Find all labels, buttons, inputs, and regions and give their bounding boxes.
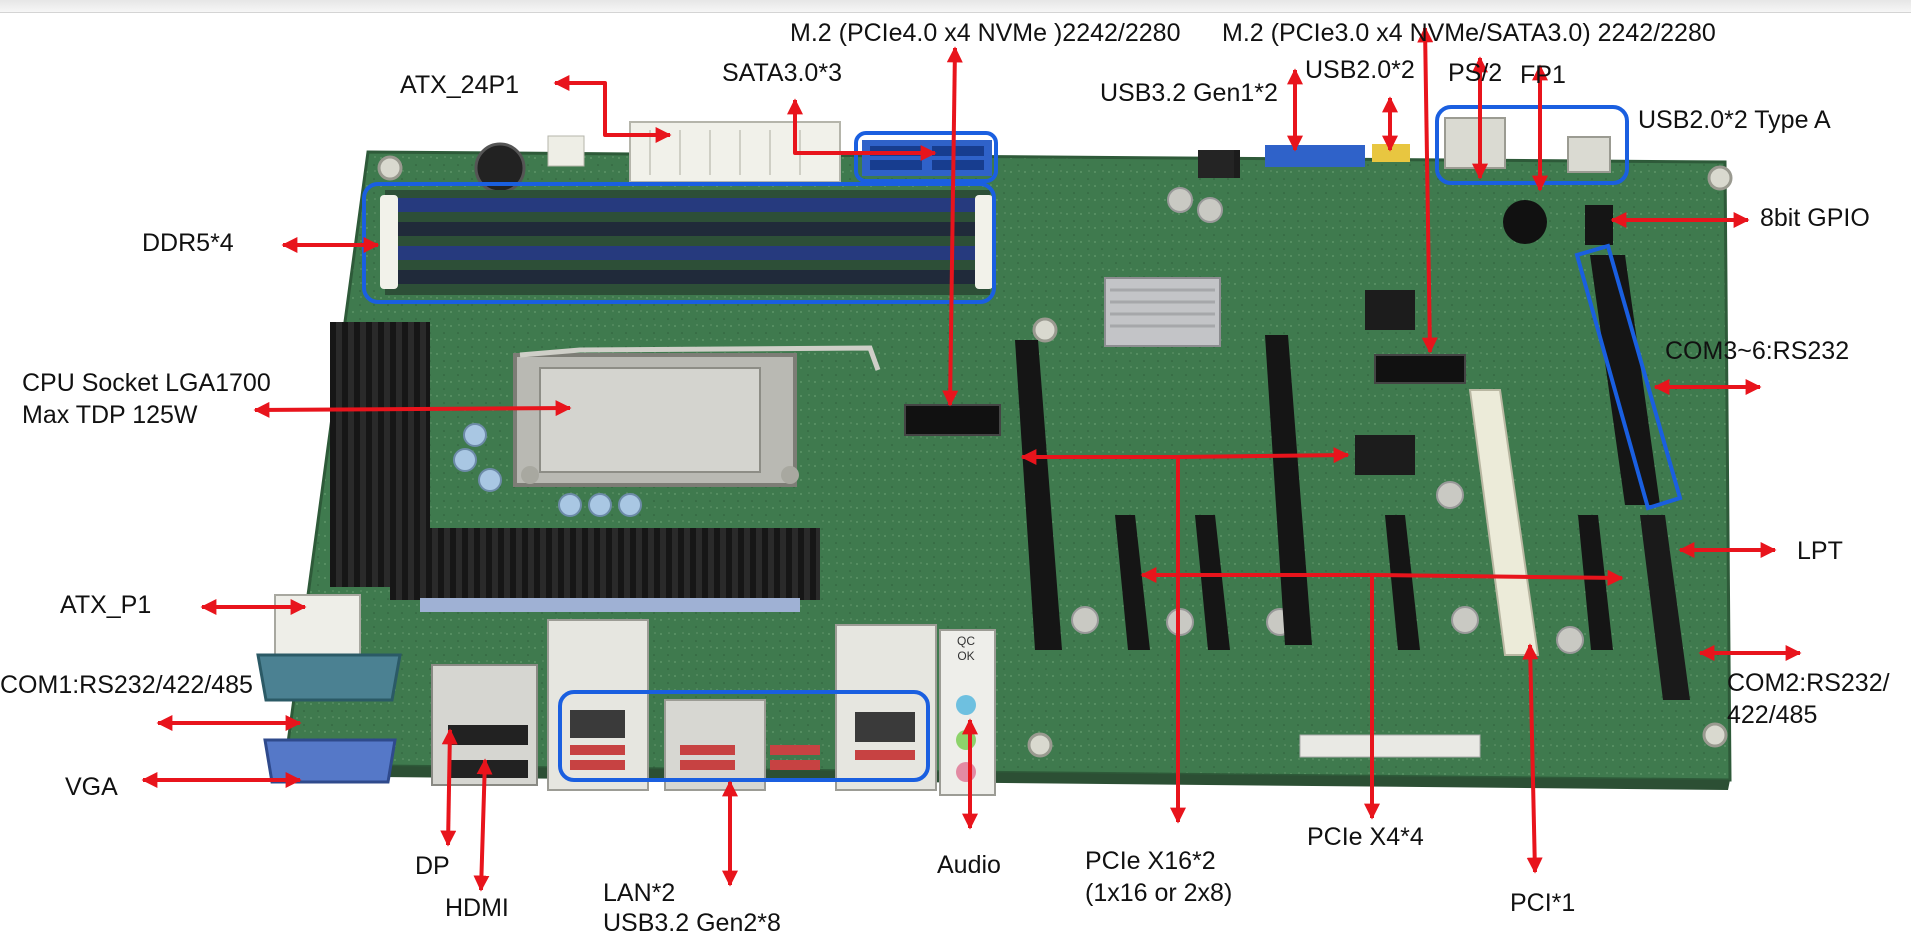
label-pcie-x4: PCIe X4*4 (1307, 823, 1424, 851)
label-usb32-gen1: USB3.2 Gen1*2 (1100, 79, 1278, 107)
label-com3-6: COM3~6:RS232 (1665, 337, 1850, 365)
arrow-cpu (253, 400, 572, 418)
arrow-atx-24p (553, 75, 672, 143)
label-pci: PCI*1 (1510, 889, 1576, 917)
label-atx-24p: ATX_24P1 (400, 71, 520, 99)
arrow-pcie-x16-right (1177, 447, 1350, 464)
ok-sticker: OK (957, 649, 974, 663)
label-ps2: PS/2 (1448, 59, 1503, 87)
arrow-dp (440, 728, 458, 847)
capacitors (453, 187, 1584, 654)
label-gpio: 8bit GPIO (1760, 204, 1870, 232)
pcie-x16-slots (1015, 335, 1312, 650)
label-sata: SATA3.0*3 (722, 59, 842, 87)
arrow-hdmi (473, 758, 493, 892)
serial-label-strip (1299, 734, 1481, 758)
label-m2-pcie4: M.2 (PCIe4.0 x4 NVMe )2242/2280 (790, 19, 1181, 47)
highlight-lan-usb (558, 690, 930, 782)
label-com2-line2: 422/485 (1727, 701, 1818, 729)
chipset-heatsink (1104, 277, 1221, 347)
qc-sticker: QC (957, 634, 975, 648)
arrow-pci (1522, 643, 1543, 874)
label-usb20: USB2.0*2 (1305, 56, 1415, 84)
label-m2-pcie3: M.2 (PCIe3.0 x4 NVMe/SATA3.0) 2242/2280 (1222, 19, 1716, 47)
m2-slot-pcie4 (904, 404, 1001, 436)
label-cpu-line1: CPU Socket LGA1700 (22, 369, 271, 397)
label-cpu-line2: Max TDP 125W (22, 401, 198, 429)
sata-connectors (862, 140, 992, 176)
arrow-m2-pcie4 (942, 46, 963, 407)
right-headers (1585, 205, 1690, 700)
label-hdmi: HDMI (445, 894, 509, 922)
label-pcie-x16-line1: PCIe X16*2 (1085, 847, 1216, 875)
label-dp: DP (415, 852, 450, 880)
arrow-pcie-x4-right (1371, 569, 1624, 586)
ddr5-slots (380, 190, 993, 295)
cpu-socket (513, 345, 881, 487)
label-lan-line1: LAN*2 (603, 879, 676, 907)
top-headers (1198, 117, 1611, 178)
arrow-m2-pcie3 (1417, 26, 1438, 354)
arrow-sata (787, 98, 937, 161)
vrm-heatsink-bottom (390, 528, 820, 612)
window-top-bar (0, 0, 1911, 13)
io-chip (1365, 290, 1415, 330)
label-audio: Audio (937, 851, 1001, 879)
pcie-x4-slots (1115, 515, 1613, 650)
m2-slot-pcie3 (1374, 354, 1466, 384)
label-lpt: LPT (1797, 537, 1843, 565)
label-ddr5: DDR5*4 (142, 229, 234, 257)
label-com1: COM1:RS232/422/485 (0, 671, 253, 699)
super-io-chip (1355, 435, 1415, 475)
label-usb20-typea: USB2.0*2 Type A (1638, 106, 1831, 134)
label-atx-p1: ATX_P1 (60, 591, 152, 619)
label-vga: VGA (65, 773, 118, 801)
label-lan-line2: USB3.2 Gen2*8 (603, 909, 781, 937)
label-fp1: FP1 (1520, 61, 1566, 89)
buzzer (1503, 200, 1547, 244)
label-com2-line1: COM2:RS232/ (1727, 669, 1890, 697)
highlight-com3-6 (1574, 243, 1683, 511)
label-pcie-x16-line2: (1x16 or 2x8) (1085, 879, 1233, 907)
